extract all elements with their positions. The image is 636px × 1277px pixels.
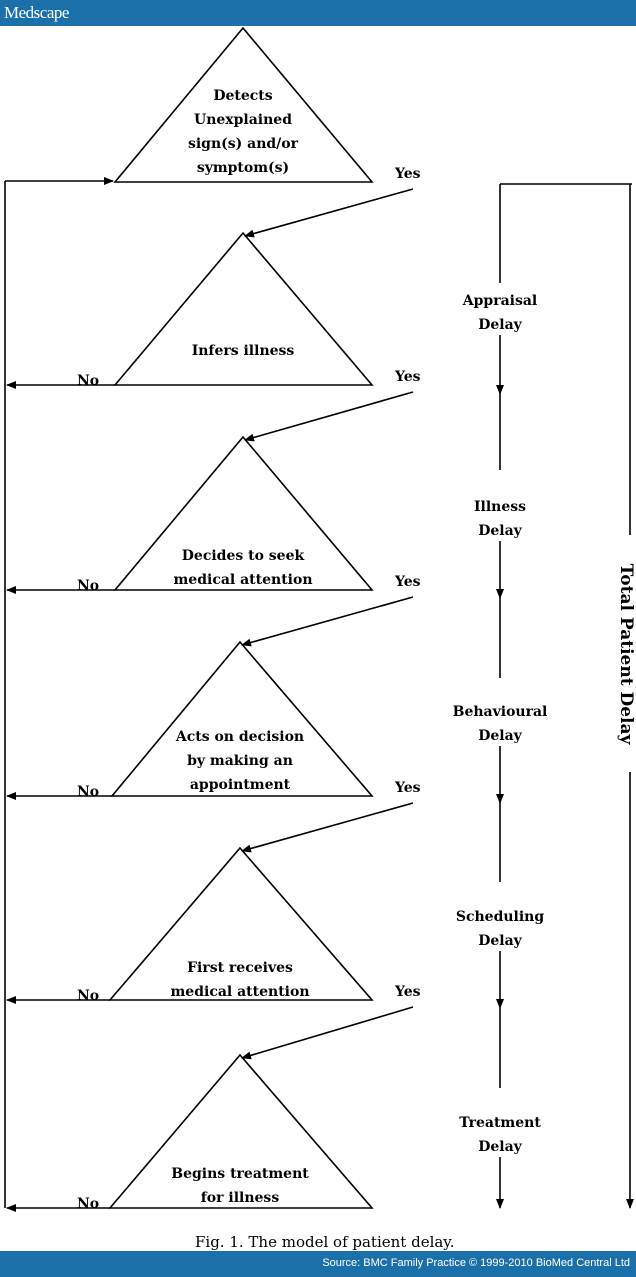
step-3-label-line-2: medical attention — [173, 572, 312, 588]
step-2-label-line-1: Infers illness — [192, 343, 295, 359]
step-1-label-line-1: Detects — [213, 88, 272, 104]
no-label-3: No — [77, 578, 99, 594]
delay-4-label-line-1: Scheduling — [456, 909, 545, 925]
step-triangle-2 — [113, 231, 374, 386]
delay-1-label-line-1: Appraisal — [462, 293, 537, 309]
step-3-label-line-1: Decides to seek — [182, 548, 305, 564]
step-4-label-line-1: Acts on decision — [175, 729, 304, 745]
no-label-2: No — [77, 373, 99, 389]
yes-arrow-5 — [241, 1006, 414, 1060]
yes-arrow-4 — [241, 802, 414, 853]
delay-5-label-line-2: Delay — [478, 1139, 522, 1155]
step-4-label-line-2: by making an — [187, 753, 293, 769]
delay-2-label-line-1: Illness — [474, 499, 526, 515]
step-triangle-3 — [113, 435, 374, 591]
step-triangle-5 — [108, 846, 374, 1001]
step-triangle-6 — [108, 1053, 374, 1209]
delay-2-label-line-2: Delay — [478, 523, 522, 539]
delay-3-label-line-1: Behavioural — [453, 704, 548, 720]
yes-label-4: Yes — [394, 780, 421, 796]
step-6-label-line-1: Begins treatment — [171, 1166, 309, 1182]
step-4-label-line-3: appointment — [190, 777, 291, 793]
no-label-5: No — [77, 988, 99, 1004]
no-label-6: No — [77, 1196, 99, 1212]
yes-arrow-2 — [244, 391, 414, 442]
no-label-4: No — [77, 784, 99, 800]
yes-arrow-1 — [244, 188, 414, 238]
medscape-logo: Medscape — [4, 3, 69, 22]
source-credit: Source: BMC Family Practice © 1999-2010 … — [322, 1257, 630, 1269]
yes-label-5: Yes — [394, 984, 421, 1000]
total-patient-delay-label: Total Patient Delay — [616, 564, 636, 746]
delay-1-label-line-2: Delay — [478, 317, 522, 333]
step-triangle-1 — [113, 26, 374, 183]
yes-label-3: Yes — [394, 574, 421, 590]
step-5-label-line-2: medical attention — [170, 984, 309, 1000]
top-banner: Medscape — [0, 0, 636, 26]
bottom-banner: Source: BMC Family Practice © 1999-2010 … — [0, 1251, 636, 1277]
delay-4-label-line-2: Delay — [478, 933, 522, 949]
step-1-label-line-3: sign(s) and/or — [188, 136, 299, 152]
figure-caption: Fig. 1. The model of patient delay. — [195, 1233, 455, 1251]
delay-3-label-line-2: Delay — [478, 728, 522, 744]
delay-layer: AppraisalDelayIllnessDelayBehaviouralDel… — [453, 183, 636, 1209]
step-1-label-line-2: Unexplained — [194, 112, 292, 128]
yes-label-2: Yes — [394, 369, 421, 385]
step-1-label-line-4: symptom(s) — [197, 160, 289, 176]
yes-label-1: Yes — [394, 166, 421, 182]
step-5-label-line-1: First receives — [187, 960, 293, 976]
step-6-label-line-2: for illness — [201, 1190, 280, 1206]
yes-arrow-3 — [241, 596, 414, 647]
step-triangle-4 — [110, 640, 374, 797]
delay-5-label-line-1: Treatment — [459, 1115, 541, 1131]
